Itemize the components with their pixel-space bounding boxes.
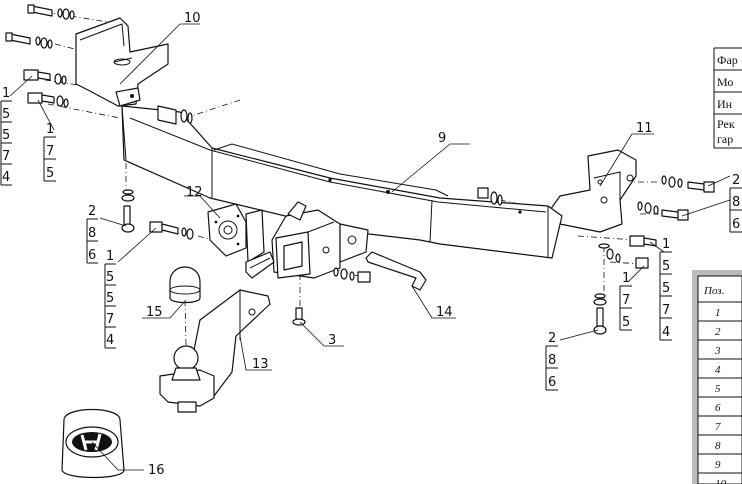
bolt-set-left-1 [27,4,75,20]
svg-text:7: 7 [622,293,630,308]
parts-table-row: 3 [714,345,721,357]
callout-16: 16 [148,463,165,478]
bolt-set-socket [149,221,194,240]
callout-14: 14 [436,305,453,320]
svg-text:5: 5 [622,315,630,330]
parts-table-rows: 1 2 3 4 5 6 7 8 9 10 [698,307,742,484]
stack-right-mid2: 1 7 5 [619,271,632,331]
svg-text:1: 1 [622,271,630,286]
parts-table-row: 7 [715,421,721,433]
stack-left-top2: 1 7 5 [43,122,56,182]
svg-text:2: 2 [88,204,96,219]
svg-text:7: 7 [662,303,670,318]
svg-text:1: 1 [2,86,10,101]
svg-text:6: 6 [88,248,96,263]
svg-text:8: 8 [548,353,556,368]
bolt-vertical-right [593,293,607,335]
svg-text:5: 5 [662,281,670,296]
bolt-set-right-4 [598,243,649,269]
parts-table-row: 8 [715,440,721,452]
right-bracket-part-11 [549,149,637,233]
svg-text:8: 8 [732,195,740,210]
stack-left-top: 1 5 5 7 4 [0,86,12,186]
parts-table-row: 9 [715,459,721,471]
parts-table-header: Поз. [703,285,724,297]
parts-table-row: 1 [715,307,721,319]
svg-text:4: 4 [662,325,670,340]
svg-text:5: 5 [2,107,10,122]
stack-left-low: 1 5 5 7 4 [104,249,116,349]
svg-text:5: 5 [106,270,114,285]
bolt-set-mid-right [477,187,503,206]
svg-text:8: 8 [88,226,96,241]
callout-labels: 10 9 11 12 13 14 15 3 16 [146,11,653,478]
parts-table-row: 2 [715,326,721,338]
svg-text:7: 7 [46,144,54,159]
svg-text:1: 1 [106,249,114,264]
svg-text:1: 1 [46,122,54,137]
parts-table-row: 4 [715,364,721,376]
info-row-5: гар [717,132,733,146]
svg-text:1: 1 [662,237,670,252]
svg-text:5: 5 [2,128,10,143]
bolt-set-right-2 [637,201,689,221]
bolt-set-left-2 [5,32,53,49]
svg-text:5: 5 [46,166,54,181]
bolt-set-receiver [333,267,371,283]
leader-lines [9,23,731,471]
info-row-1: Фар [717,53,738,67]
bolt-set-mid-left [157,105,193,125]
callout-15: 15 [146,305,163,320]
callout-10: 10 [184,11,201,26]
svg-text:5: 5 [662,259,670,274]
info-row-4: Рек [717,117,735,131]
ball-mount-part-13 [159,289,271,413]
parts-table-row: 10 [715,478,727,484]
stack-right-top: 2 8 6 [729,173,742,233]
callout-13: 13 [252,357,269,372]
info-table: Фар Мо Ин Рек гар [713,47,742,149]
parts-table: Поз. 1 2 3 4 5 6 7 8 9 10 [692,270,742,484]
ball-cap-part-15 [169,266,201,304]
svg-text:4: 4 [2,170,10,185]
bolt-set-right-1 [661,175,715,193]
parts-table-row: 6 [715,402,721,414]
stack-left-mid: 2 8 6 [86,204,98,264]
bolt-set-left-4 [27,92,69,108]
callout-11: 11 [636,121,653,136]
bolt-set-right-3 [629,235,657,247]
svg-text:6: 6 [732,217,740,232]
svg-text:6: 6 [548,375,556,390]
callout-9: 9 [438,131,446,146]
info-row-2: Мо [717,75,733,89]
svg-text:7: 7 [2,149,10,164]
bolt-vertical-left [121,189,135,233]
svg-text:2: 2 [548,331,556,346]
svg-text:5: 5 [106,291,114,306]
info-row-3: Ин [717,97,733,111]
main-crossbeam-part-9 [121,105,563,259]
pin-part-14 [365,251,427,291]
receiver-tube [271,201,369,279]
stack-right-low: 2 8 6 [545,331,558,391]
callout-12: 12 [186,185,203,200]
bolt-set-left-3 [23,69,67,85]
stack-right-mid: 1 5 5 7 4 [659,237,672,341]
svg-text:7: 7 [106,312,114,327]
left-bracket-part-10 [75,17,169,107]
parts-table-row: 5 [715,383,721,395]
svg-text:4: 4 [106,333,114,348]
bolt-vertical-centre [292,307,306,326]
socket-plate-part-12 [207,203,275,279]
callout-3: 3 [328,333,336,348]
svg-text:2: 2 [732,173,740,188]
